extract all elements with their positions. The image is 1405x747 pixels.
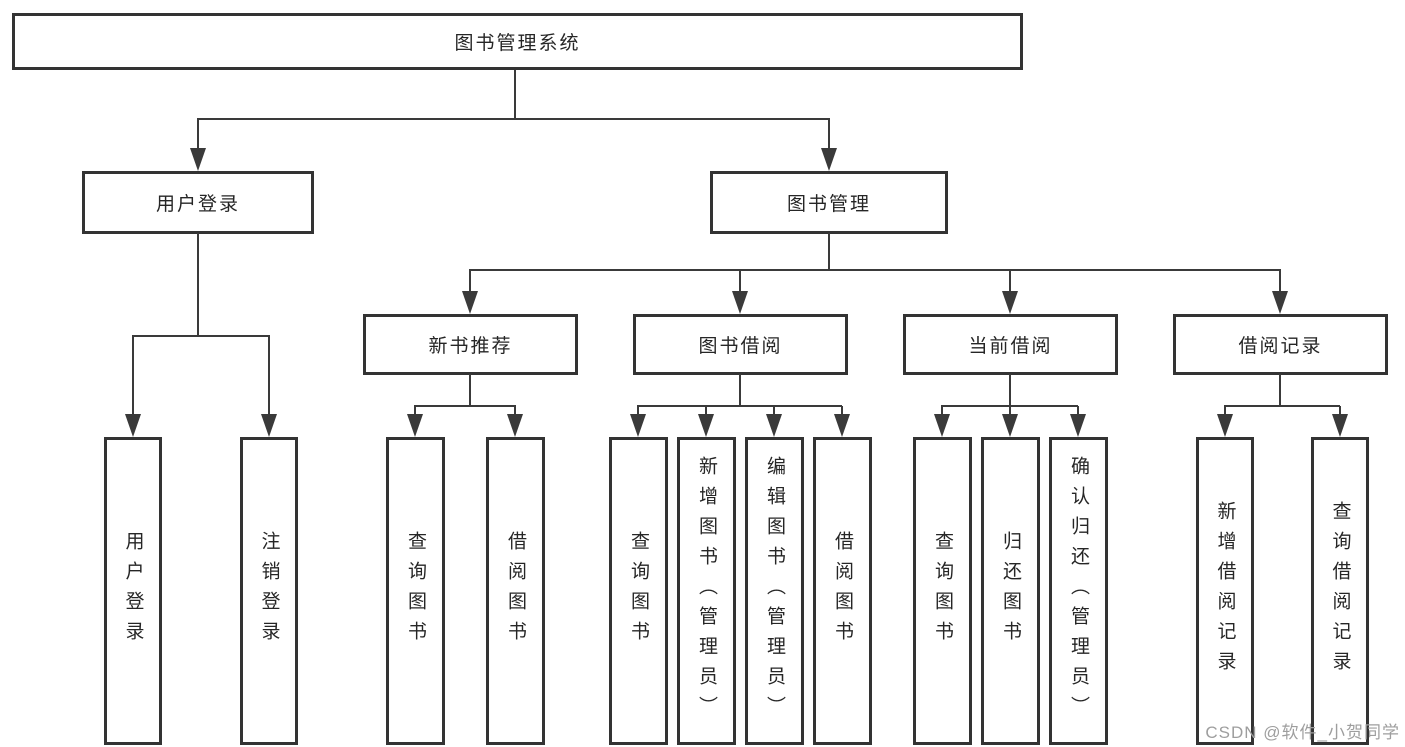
connector-line [1224,405,1340,407]
leaf-query-books-current: 查询图书 [913,437,972,745]
arrowhead-icon [934,414,950,437]
watermark: CSDN @软件_小贺同学 [1205,723,1400,742]
connector-line [1339,406,1341,415]
connector-line [1009,270,1011,292]
connector-line [841,406,843,415]
connector-line [469,270,471,292]
node-root: 图书管理系统 [12,13,1023,70]
connector-line [739,270,741,292]
connector-line [469,269,1281,271]
leaf-label: 借阅图书 [505,531,526,651]
leaf-label: 查询图书 [932,531,953,651]
leaf-borrow-books-recommend: 借阅图书 [486,437,545,745]
connector-line [197,119,199,149]
connector-line [773,406,775,415]
leaf-label: 归还图书 [1000,531,1021,651]
leaf-label: 注销登录 [258,531,280,651]
connector-line [132,336,134,415]
arrowhead-icon [1272,291,1288,314]
leaf-label: 新增借阅记录 [1214,501,1236,681]
connector-line [514,70,516,120]
leaf-query-books-recommend: 查询图书 [386,437,445,745]
arrowhead-icon [821,148,837,171]
leaf-label: 查询图书 [405,531,426,651]
leaf-add-borrow-record: 新增借阅记录 [1196,437,1254,745]
connector-line [197,233,199,337]
arrowhead-icon [1070,414,1086,437]
node-label: 图书借阅 [698,336,783,357]
node-borrow-records: 借阅记录 [1173,314,1388,375]
arrowhead-icon [1332,414,1348,437]
leaf-return-book: 归还图书 [981,437,1040,745]
node-current-borrow: 当前借阅 [903,314,1118,375]
leaf-label: 用户登录 [122,531,144,651]
node-label: 图书管理系统 [454,33,581,54]
connector-line [941,406,943,415]
connector-line [739,374,741,407]
leaf-borrow-books: 借阅图书 [813,437,872,745]
connector-line [828,233,830,271]
node-book-borrow: 图书借阅 [633,314,848,375]
leaf-add-book-admin: 新增图书（管理员） [677,437,736,745]
connector-line [414,406,416,415]
leaf-confirm-return-admin: 确认归还（管理员） [1049,437,1108,745]
connector-line [1279,270,1281,292]
arrowhead-icon [462,291,478,314]
connector-line [637,405,842,407]
node-label: 图书管理 [786,194,871,215]
arrowhead-icon [1002,414,1018,437]
leaf-logout: 注销登录 [240,437,298,745]
connector-line [514,406,516,415]
arrowhead-icon [1217,414,1233,437]
connector-line [1279,374,1281,407]
connector-line [1009,406,1011,415]
leaf-query-borrow-record: 查询借阅记录 [1311,437,1369,745]
arrowhead-icon [407,414,423,437]
connector-line [637,406,639,415]
connector-line [828,119,830,149]
node-book-management: 图书管理 [710,171,948,234]
arrowhead-icon [732,291,748,314]
connector-line [1077,406,1079,415]
connector-line [705,406,707,415]
connector-line [469,374,471,407]
node-label: 当前借阅 [968,336,1053,357]
node-label: 新书推荐 [428,336,513,357]
leaf-label: 编辑图书（管理员） [764,456,785,726]
node-label: 用户登录 [155,194,240,215]
arrowhead-icon [698,414,714,437]
leaf-query-books-borrow: 查询图书 [609,437,668,745]
node-new-book-recommend: 新书推荐 [363,314,578,375]
arrowhead-icon [261,414,277,437]
leaf-label: 借阅图书 [832,531,853,651]
arrowhead-icon [1002,291,1018,314]
arrowhead-icon [190,148,206,171]
connector-line [1009,374,1011,407]
leaf-edit-book-admin: 编辑图书（管理员） [745,437,804,745]
arrowhead-icon [125,414,141,437]
arrowhead-icon [834,414,850,437]
leaf-label: 查询图书 [628,531,649,651]
connector-line [1224,406,1226,415]
leaf-label: 确认归还（管理员） [1068,456,1089,726]
arrowhead-icon [507,414,523,437]
connector-line [132,335,270,337]
connector-line [414,405,516,407]
node-label: 借阅记录 [1238,336,1323,357]
arrowhead-icon [630,414,646,437]
connector-line [197,118,830,120]
connector-line [268,336,270,415]
leaf-label: 查询借阅记录 [1329,501,1351,681]
leaf-user-login: 用户登录 [104,437,162,745]
arrowhead-icon [766,414,782,437]
node-user-login: 用户登录 [82,171,314,234]
leaf-label: 新增图书（管理员） [696,456,717,726]
